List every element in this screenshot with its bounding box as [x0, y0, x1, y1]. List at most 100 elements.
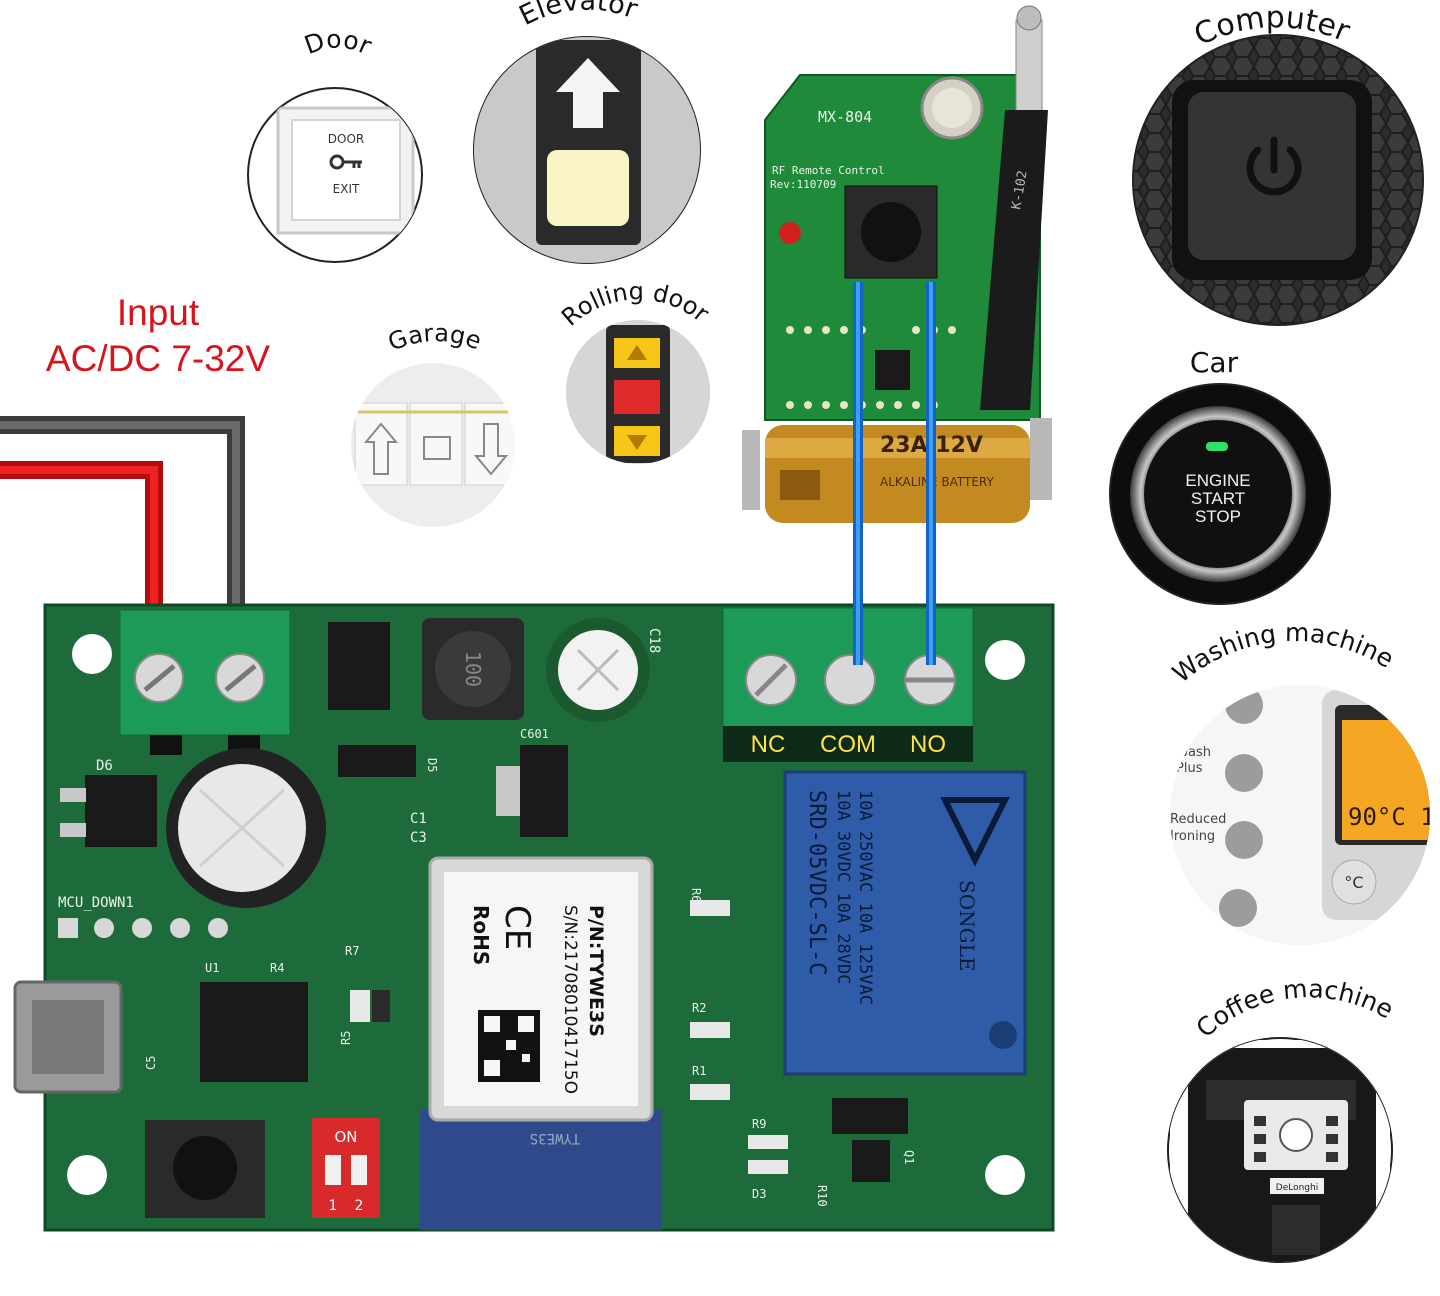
- remote-rev: Rev:110709: [770, 178, 836, 191]
- wash-display-text: 90°C 12: [1348, 803, 1440, 831]
- elevator-device: Elevator: [473, 0, 701, 264]
- wash-label-3: Reduced: [1170, 812, 1226, 827]
- d6-regulator: [85, 775, 157, 847]
- rolling-door-device: Rolling door: [556, 277, 714, 464]
- q1-transistor: [852, 1140, 890, 1182]
- engine-line-3: STOP: [1195, 507, 1241, 526]
- remote-led: [779, 222, 801, 244]
- remote-title: RF Remote Control: [772, 164, 885, 177]
- relay-board: 100 C18 C601 D6 D5 C1 C3 MCU_DOWN1: [13, 603, 1055, 1232]
- songle-logo-icon: [940, 797, 1010, 867]
- computer-device: Computer: [1132, 0, 1424, 326]
- door-label: Door: [301, 24, 377, 60]
- module-sn: S/N:2170801041715O: [560, 905, 580, 1094]
- input-label-line-2: AC/DC 7-32V: [45, 338, 271, 379]
- remote-battery: 23A 12V ALKALINE BATTERY: [742, 418, 1052, 523]
- inductor-label: 100: [461, 651, 485, 687]
- door-plate-top: DOOR: [328, 132, 364, 146]
- module-rohs: RoHS: [469, 905, 493, 965]
- mounting-hole: [985, 1155, 1025, 1195]
- power-icon: [1246, 146, 1302, 196]
- module-qr-icon: [478, 1010, 540, 1082]
- silk-c3: C3: [410, 830, 427, 846]
- silk-r6: R6: [689, 888, 703, 902]
- silk-d5: D5: [425, 758, 439, 772]
- output-terminal-block: NC COM NO: [722, 607, 974, 762]
- car-device: Car ENGINE START STOP: [1109, 346, 1331, 605]
- silk-d3: D3: [752, 1187, 766, 1201]
- relay-brand: SONGLE: [955, 880, 979, 971]
- temp-button-label: °C: [1344, 873, 1363, 892]
- silk-c601: C601: [520, 727, 549, 741]
- input-label-line-1: Input: [116, 292, 200, 333]
- wash-label-2: Plus: [1176, 761, 1203, 776]
- dip-on-label: ON: [334, 1128, 357, 1146]
- mounting-hole: [72, 634, 112, 674]
- relay-line-2: 10A 30VDC 10A 28VDC: [833, 790, 853, 984]
- arrow-up-icon: [556, 58, 620, 128]
- wifi-module: TYWE3S P/N:TYWE3S S/N:2170801041715O CE …: [420, 856, 662, 1230]
- silk-c1: C1: [410, 811, 427, 827]
- garage-down-icon: [473, 423, 509, 476]
- relay-line-1: 10A 250VAC 10A 125VAC: [855, 790, 875, 1005]
- remote-antenna: K-102: [980, 5, 1048, 410]
- coffee-machine-label: Coffee machine: [1191, 974, 1399, 1043]
- terminal-nc: NC: [751, 731, 786, 758]
- silk-d6: D6: [96, 758, 113, 774]
- relay: 10A 250VAC 10A 125VAC 10A 30VDC 10A 28VD…: [783, 770, 1027, 1076]
- u1-chip: [200, 982, 308, 1082]
- input-terminal-block: [119, 609, 291, 755]
- mounting-hole: [67, 1155, 107, 1195]
- wash-label-4: Ironing: [1170, 829, 1215, 844]
- module-pn: P/N:TYWE3S: [585, 905, 607, 1037]
- silk-r7: R7: [345, 944, 359, 958]
- battery-sublabel: ALKALINE BATTERY: [880, 475, 994, 489]
- garage-up-icon: [363, 422, 399, 475]
- silk-r2: R2: [692, 1001, 706, 1015]
- mounting-hole: [985, 640, 1025, 680]
- engine-indicator-light: [1206, 442, 1228, 451]
- module-antenna-label: TYWE3S: [530, 1130, 581, 1146]
- silk-r10: R10: [815, 1185, 829, 1207]
- dip-switch: ON 1 2: [312, 1118, 380, 1218]
- silk-r1: R1: [692, 1064, 706, 1078]
- terminal-com: COM: [820, 731, 876, 758]
- signal-wires: [853, 282, 936, 665]
- relay-line-3: SRD-05VDC-SL-C: [804, 790, 829, 975]
- washing-machine-label: Washing machine: [1167, 618, 1399, 688]
- elevator-light: [547, 150, 629, 226]
- dip-2-label: 2: [355, 1198, 364, 1214]
- antenna-label: K-102: [1009, 170, 1031, 211]
- silk-c5: C5: [144, 1056, 158, 1070]
- silk-c18: C18: [646, 628, 662, 653]
- silk-u1: U1: [205, 961, 219, 975]
- silk-mcu-down: MCU_DOWN1: [58, 895, 134, 911]
- temp-button: [1331, 859, 1377, 905]
- rf-remote: MX-804 RF Remote Control Rev:110709 K-10…: [742, 5, 1052, 523]
- input-voltage-label: Input AC/DC 7-32V: [18, 290, 298, 382]
- engine-line-2: START: [1191, 489, 1245, 508]
- terminal-no: NO: [910, 731, 946, 758]
- dip-1-label: 1: [329, 1198, 338, 1214]
- silk-q1: Q1: [902, 1150, 916, 1164]
- remote-ic: [875, 350, 910, 390]
- elevator-label: Elevator: [515, 0, 643, 32]
- d5-diode: [338, 745, 416, 777]
- car-label: Car: [1190, 346, 1239, 379]
- silk-r4: R4: [270, 961, 284, 975]
- rolling-stop-button: [614, 380, 660, 414]
- garage-device: Garage: [351, 319, 515, 527]
- garage-label: Garage: [384, 319, 485, 357]
- module-ce: CE: [497, 905, 537, 950]
- ic-8pin: [328, 622, 390, 710]
- wash-label-1: Wash: [1176, 745, 1211, 760]
- coffee-machine-device: Coffee machine DeLonghi: [1167, 974, 1399, 1263]
- engine-line-1: ENGINE: [1185, 471, 1250, 490]
- door-plate-bottom: EXIT: [333, 182, 360, 196]
- silk-r5: R5: [339, 1031, 353, 1045]
- washing-machine-device: Washing machine Wash Plus Reduced Ironin…: [1167, 618, 1440, 945]
- voltage-regulator: [520, 745, 568, 837]
- door-device: Door DOOR EXIT: [247, 24, 423, 263]
